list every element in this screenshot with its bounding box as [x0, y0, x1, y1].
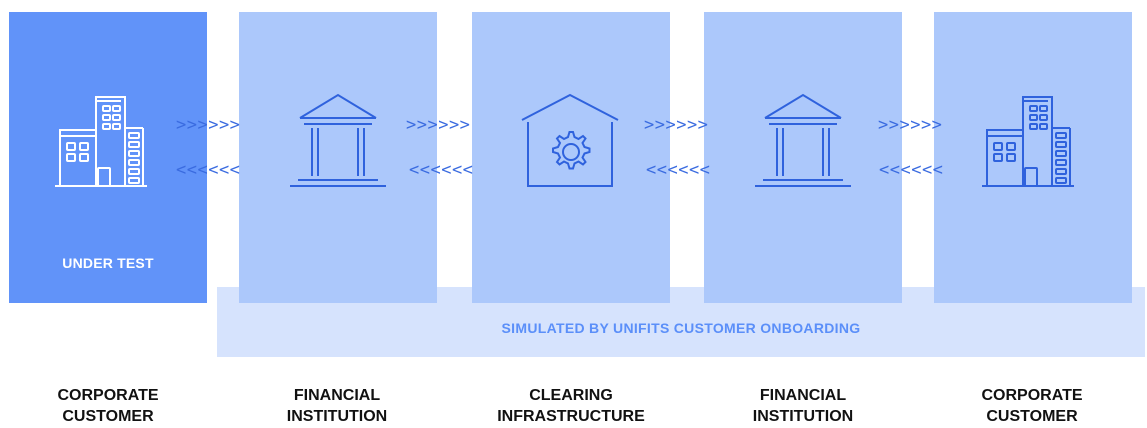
caption-line-1: FINANCIAL — [293, 387, 381, 404]
caption-line-2: INSTITUTION — [752, 408, 854, 425]
caption-line-1: CLEARING — [529, 387, 613, 404]
under-test-label: UNDER TEST — [62, 255, 154, 271]
caption-line-2: CUSTOMER — [986, 408, 1078, 425]
caption-line-1: FINANCIAL — [759, 387, 847, 404]
node-box-corporate-customer-under-test — [9, 12, 207, 303]
forward-arrows: >>>>>> — [406, 115, 471, 135]
backward-arrows: <<<<<< — [646, 160, 711, 180]
office-building-icon — [55, 96, 147, 187]
backward-arrows: <<<<<< — [409, 160, 474, 180]
caption-line-2: INSTITUTION — [286, 408, 388, 425]
node-box-financial-institution-2 — [704, 12, 902, 303]
node-caption: CORPORATE CUSTOMER — [8, 385, 208, 427]
node-box-clearing-infrastructure — [472, 12, 670, 303]
backward-arrows: <<<<<< — [879, 160, 944, 180]
node-caption: FINANCIAL INSTITUTION — [703, 385, 903, 427]
bank-icon — [290, 93, 386, 187]
caption-line-2: INFRASTRUCTURE — [497, 408, 645, 425]
caption-line-1: CORPORATE — [57, 387, 159, 404]
gear-house-icon — [521, 93, 619, 187]
forward-arrows: >>>>>> — [176, 115, 241, 135]
node-caption: CORPORATE CUSTOMER — [932, 385, 1132, 427]
node-box-corporate-customer-simulated — [934, 12, 1132, 303]
simulated-label: SIMULATED BY UNIFITS CUSTOMER ONBOARDING — [501, 320, 861, 336]
caption-line-1: CORPORATE — [981, 387, 1083, 404]
node-caption: FINANCIAL INSTITUTION — [237, 385, 437, 427]
forward-arrows: >>>>>> — [644, 115, 709, 135]
bank-icon — [755, 93, 851, 187]
office-building-icon — [982, 96, 1074, 187]
forward-arrows: >>>>>> — [878, 115, 943, 135]
backward-arrows: <<<<<< — [176, 160, 241, 180]
caption-line-2: CUSTOMER — [62, 408, 154, 425]
node-box-financial-institution-1 — [239, 12, 437, 303]
node-caption: CLEARING INFRASTRUCTURE — [471, 385, 671, 427]
